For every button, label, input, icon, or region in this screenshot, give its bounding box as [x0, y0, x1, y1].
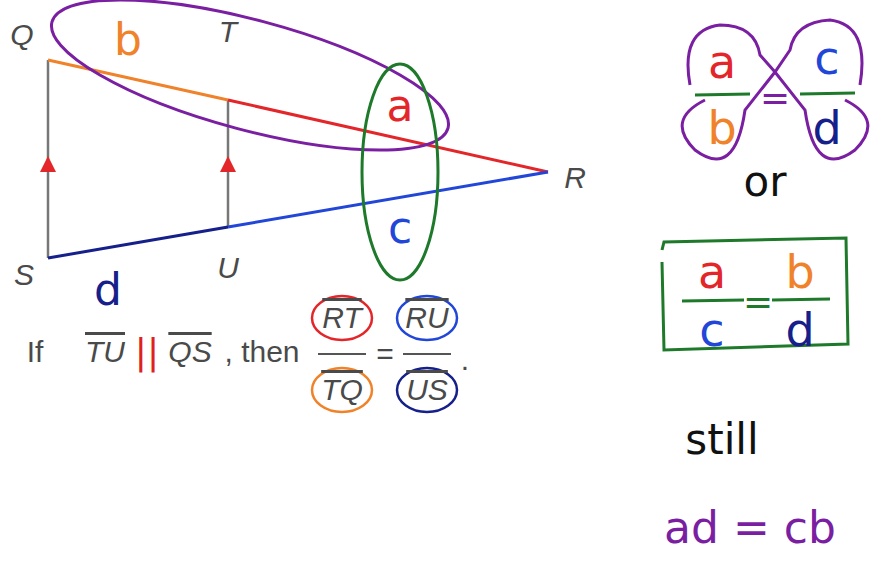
fraction-term: d [785, 307, 814, 353]
equals-sign: = [743, 284, 773, 320]
equation-text: ad = cb [664, 506, 836, 550]
parallel-mark [220, 156, 236, 172]
fraction-term: a [708, 39, 736, 85]
statement-text: If [27, 337, 44, 367]
note-text: or [744, 161, 787, 203]
fraction-bar [695, 94, 750, 95]
fraction-term: b [785, 249, 814, 295]
parallel-mark [40, 156, 56, 172]
equals-sign: = [760, 80, 790, 116]
term-circle [397, 368, 457, 412]
term-circle [312, 296, 372, 340]
fraction-bar [318, 353, 366, 355]
segment-name: b [114, 18, 142, 62]
fraction-term: RT [322, 303, 361, 333]
segment-name: c [388, 206, 412, 250]
vertex-label: U [217, 253, 239, 283]
fraction-term: c [814, 35, 839, 81]
statement-text: QS [168, 337, 211, 367]
fraction-bar [800, 93, 855, 94]
fraction-term: c [699, 307, 724, 353]
cross-multiply-loop [682, 20, 862, 159]
fraction-term: a [698, 249, 726, 295]
segment-name: d [94, 268, 122, 312]
ratio-loop [362, 64, 438, 280]
ratio-loop [38, 0, 462, 181]
note-text: still [685, 419, 758, 461]
fraction-bar [682, 300, 744, 301]
fraction-term: b [707, 105, 736, 151]
term-circle [312, 368, 372, 412]
fraction-term: US [406, 375, 448, 405]
vertex-label: Q [10, 20, 33, 50]
segment-su [48, 227, 228, 258]
statement-text: , then [224, 337, 299, 367]
fraction-bar [772, 299, 830, 300]
highlight-box [662, 238, 848, 350]
vertex-label: T [219, 17, 237, 47]
fraction-term: RU [405, 303, 448, 333]
fraction-term: d [812, 105, 841, 151]
statement-text: . [461, 345, 469, 375]
segment-name: a [387, 84, 414, 128]
vertex-label: R [564, 163, 586, 193]
cross-multiply-loop [688, 25, 868, 159]
vertex-label: S [14, 260, 34, 290]
fraction-term: TQ [321, 375, 363, 405]
statement-text: = [376, 339, 394, 369]
statement-text: TU [85, 337, 125, 367]
term-circle [397, 296, 457, 340]
fraction-bar [403, 353, 451, 355]
parallel-symbol: || [135, 334, 159, 370]
